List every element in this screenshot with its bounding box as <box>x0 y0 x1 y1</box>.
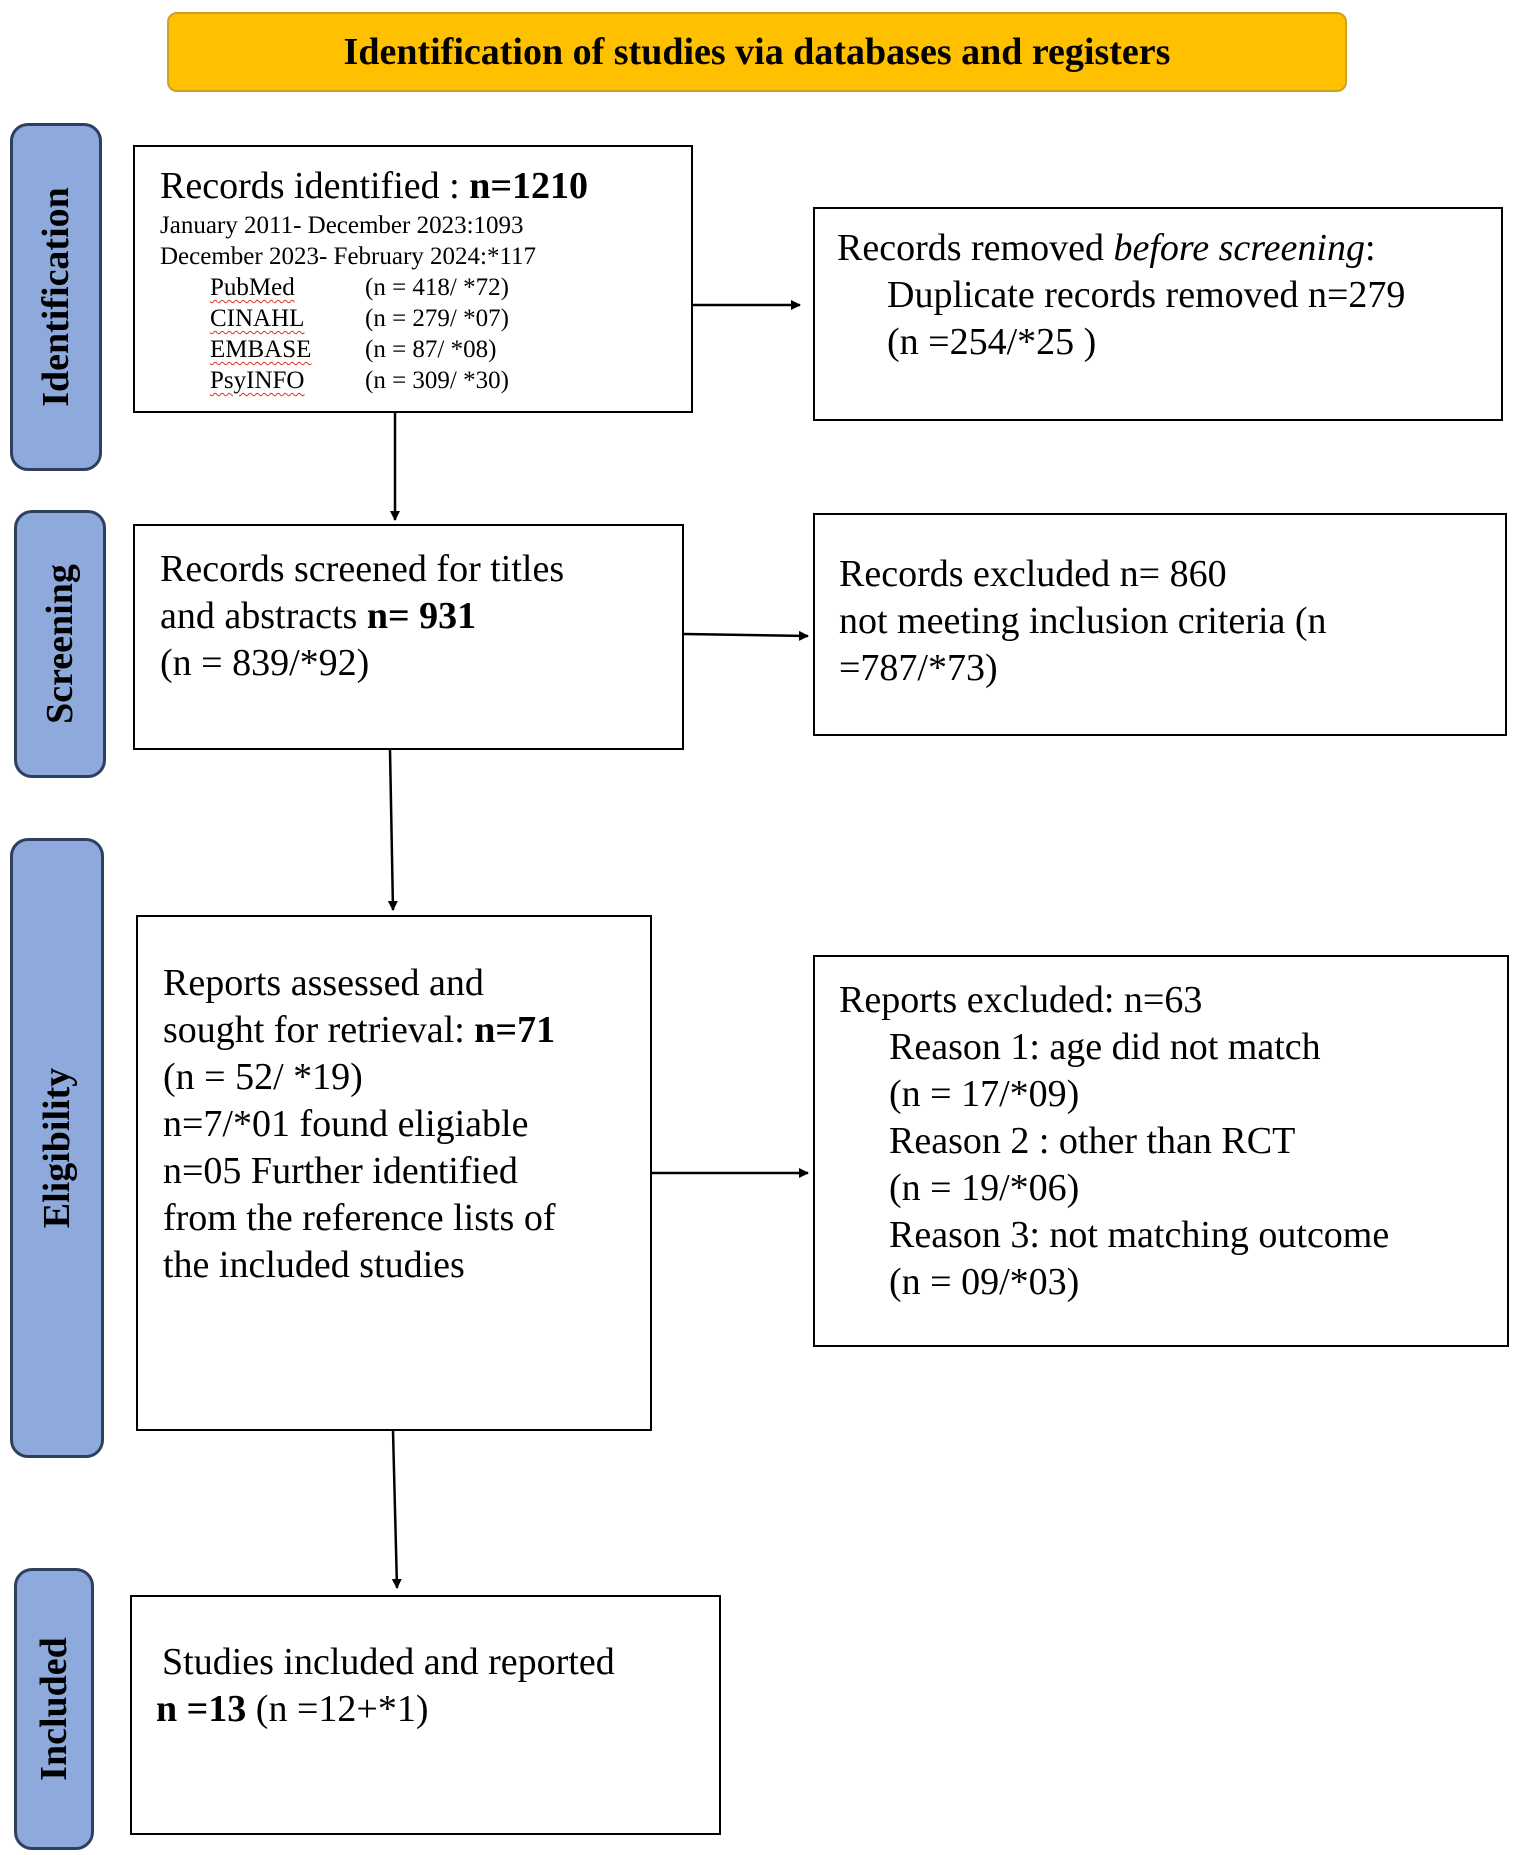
database-name: EMBASE <box>210 336 312 363</box>
header-banner: Identification of studies via databases … <box>167 12 1347 92</box>
assessed-line-6: from the reference lists of <box>163 1197 556 1239</box>
reason-3-count: (n = 09/*03) <box>889 1261 1080 1303</box>
phase-included: Included <box>14 1568 94 1850</box>
database-row-cinahl: CINAHL (n = 279/ *07) <box>160 303 691 334</box>
period-1: January 2011- December 2023:1093 <box>160 212 524 239</box>
assessed-line-2: sought for retrieval: <box>163 1009 475 1051</box>
reports-excluded-box: Reports excluded: n=63 Reason 1: age did… <box>813 955 1509 1347</box>
header-title: Identification of studies via databases … <box>343 31 1171 73</box>
phase-identification: Identification <box>10 123 102 471</box>
screened-line-1: Records screened for titles <box>160 548 565 590</box>
records-excluded-box: Records excluded n= 860 not meeting incl… <box>813 513 1507 736</box>
reason-2: Reason 2 : other than RCT <box>889 1120 1296 1162</box>
reason-1: Reason 1: age did not match <box>889 1026 1321 1068</box>
excluded-line-3: =787/*73) <box>839 647 998 689</box>
phase-screening: Screening <box>14 510 106 778</box>
studies-included-box: Studies included and reported n =13 (n =… <box>130 1595 721 1835</box>
included-detail: (n =12+*1) <box>246 1688 429 1730</box>
assessed-line-7: the included studies <box>163 1244 465 1286</box>
database-name: PsyINFO <box>210 367 305 394</box>
screened-line-2: and abstracts <box>160 595 367 637</box>
duplicates-detail: (n =254/*25 ) <box>887 321 1097 363</box>
records-screened-box: Records screened for titles and abstract… <box>133 524 684 750</box>
database-count: (n = 418/ *72) <box>365 274 509 301</box>
reason-2-count: (n = 19/*06) <box>889 1167 1080 1209</box>
records-identified-label: Records identified : <box>160 165 470 207</box>
reports-assessed-box: Reports assessed and sought for retrieva… <box>136 915 652 1431</box>
records-removed-prefix: Records removed <box>837 227 1114 269</box>
assessed-count: n=71 <box>474 1009 556 1051</box>
database-count: (n = 309/ *30) <box>365 367 509 394</box>
database-name: PubMed <box>210 274 295 301</box>
database-row-pubmed: PubMed (n = 418/ *72) <box>160 272 691 303</box>
arrow-assessed-to-included <box>391 1430 402 1589</box>
database-count: (n = 279/ *07) <box>365 305 509 332</box>
records-removed-italic: before screening <box>1113 227 1365 269</box>
records-removed-box: Records removed before screening: Duplic… <box>813 207 1503 421</box>
duplicates-removed: Duplicate records removed n=279 <box>887 274 1406 316</box>
assessed-line-3: (n = 52/ *19) <box>163 1056 363 1098</box>
included-line-1: Studies included and reported <box>162 1641 615 1683</box>
reason-1-count: (n = 17/*09) <box>889 1073 1080 1115</box>
screened-line-3: (n = 839/*92) <box>160 642 370 684</box>
included-count: n =13 <box>156 1688 247 1730</box>
arrow-screened-to-excluded <box>683 630 809 641</box>
assessed-line-4: n=7/*01 found eligiable <box>163 1103 529 1145</box>
assessed-line-5: n=05 Further identified <box>163 1150 518 1192</box>
database-row-embase: EMBASE (n = 87/ *08) <box>160 334 691 365</box>
records-identified-box: Records identified : n=1210 January 2011… <box>133 145 693 413</box>
screened-count: n= 931 <box>366 595 477 637</box>
reports-excluded-title: Reports excluded: n=63 <box>839 979 1203 1021</box>
assessed-line-1: Reports assessed and <box>163 962 484 1004</box>
database-name: CINAHL <box>210 305 305 332</box>
excluded-line-2: not meeting inclusion criteria (n <box>839 600 1327 642</box>
reason-3: Reason 3: not matching outcome <box>889 1214 1390 1256</box>
excluded-line-1: Records excluded n= 860 <box>839 553 1227 595</box>
records-removed-suffix: : <box>1364 227 1376 269</box>
arrow-screened-to-assessed <box>387 749 398 911</box>
period-2: December 2023- February 2024:*117 <box>160 243 537 270</box>
database-count: (n = 87/ *08) <box>365 336 497 363</box>
database-row-psyinfo: PsyINFO (n = 309/ *30) <box>160 365 691 396</box>
phase-eligibility: Eligibility <box>10 838 104 1458</box>
records-identified-count: n=1210 <box>469 165 588 207</box>
